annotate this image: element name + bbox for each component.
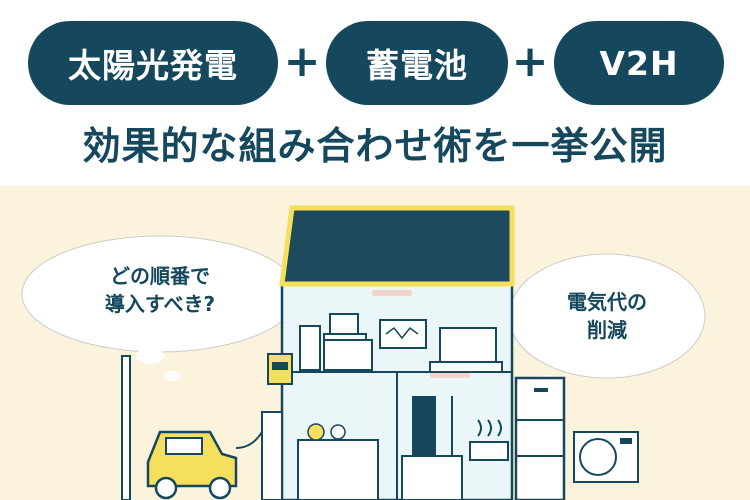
bubble-right-line1: 電気代の: [567, 290, 647, 314]
pole: [121, 355, 131, 500]
car-icon: [146, 430, 263, 500]
laptop-icon: [323, 313, 373, 371]
bubble-left-text: どの順番で 導入すべき?: [50, 262, 270, 318]
air-conditioner-icon: [573, 431, 639, 483]
pill-solar: 太陽光発電: [28, 21, 278, 105]
bubble-left-line1: どの順番で: [110, 264, 210, 288]
plus-sign-2: +: [511, 35, 549, 87]
shower-icon: [401, 396, 509, 500]
power-meter-icon: [267, 353, 293, 385]
tv-icon: [429, 327, 503, 373]
headline: 効果的な組み合わせ術を一挙公開: [82, 124, 668, 168]
house-illustration: [21, 205, 706, 500]
ev-charger-icon: [261, 411, 283, 500]
pill-battery: 蓄電池: [326, 21, 508, 105]
chair: [299, 325, 321, 371]
plus-sign-1: +: [283, 35, 321, 87]
bubble-left-line2: 導入すべき?: [104, 292, 216, 316]
pill-v2h: V2H: [554, 21, 724, 105]
battery-unit-icon: [514, 376, 566, 500]
solar-panel-icon: [279, 205, 515, 287]
bubble-right-line2: 削減: [587, 318, 627, 342]
kitchen: [297, 423, 379, 500]
pill-solar-label: 太陽光発電: [68, 46, 238, 85]
control-panel: [379, 319, 427, 349]
pill-v2h-label: V2H: [599, 43, 679, 83]
bubble-right-text: 電気代の 削減: [532, 288, 682, 344]
pill-battery-label: 蓄電池: [366, 46, 468, 85]
